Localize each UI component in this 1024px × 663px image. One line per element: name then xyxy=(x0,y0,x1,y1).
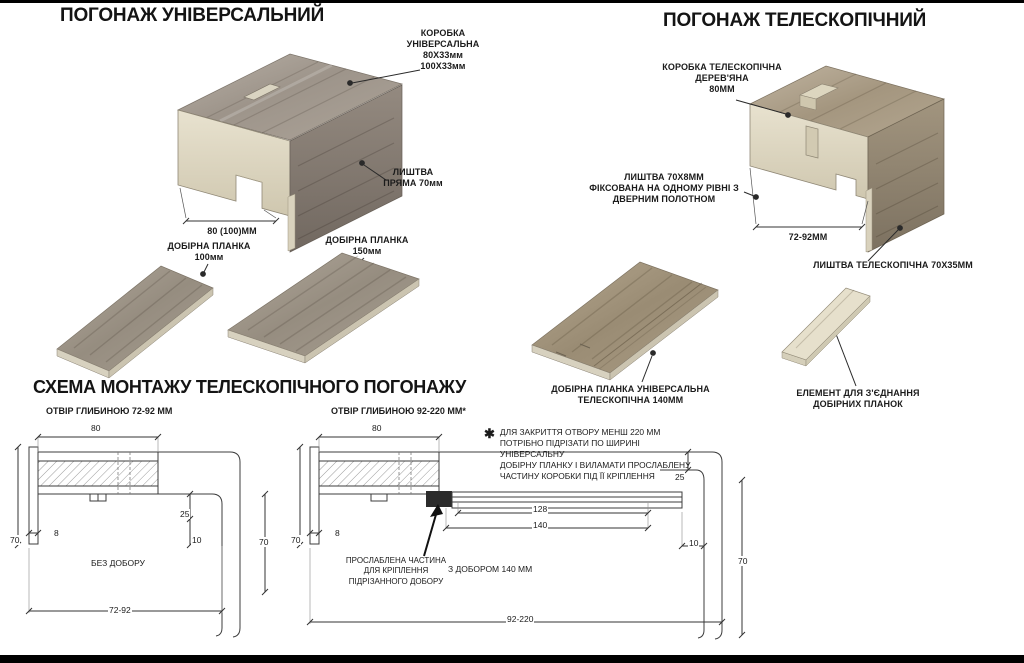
label-line: ЕЛЕМЕНТ ДЛЯ З'ЄДНАННЯ xyxy=(796,388,920,398)
dim-left-72-92: 72-92 xyxy=(108,605,132,615)
dim-right-25: 25 xyxy=(674,472,686,482)
universal-section-title: ПОГОНАЖ УНІВЕРСАЛЬНИЙ xyxy=(60,5,325,26)
wooden-insert-front xyxy=(799,94,817,111)
scheme-section-title: СХЕМА МОНТАЖУ ТЕЛЕСКОПІЧНОГО ПОГОНАЖУ xyxy=(33,377,466,397)
weakened-part-callout: ПРОСЛАБЛЕНА ЧАСТИНА ДЛЯ КРІПЛЕННЯ ПІДРІЗ… xyxy=(330,556,462,587)
scheme-left-caption: ОТВІР ГЛИБИНОЮ 72-92 ММ xyxy=(46,406,173,416)
telescopic-box-label: КОРОБКА ТЕЛЕСКОПІЧНА ДЕРЕВ'ЯНА 80ММ xyxy=(652,62,792,95)
callout-line: ДЛЯ КРІПЛЕННЯ xyxy=(363,566,429,576)
note-text: ДЛЯ ЗАКРИТТЯ ОТВОРУ МЕНШ 220 ММ ПОТРІБНО… xyxy=(500,427,699,482)
label-line: ЛИШТВА xyxy=(392,167,434,177)
note-line: ДЛЯ ЗАКРИТТЯ ОТВОРУ МЕНШ 220 ММ xyxy=(499,427,661,437)
label-line: ФІКСОВАНА НА ОДНОМУ РІВНІ З xyxy=(589,182,739,193)
callout-line: ПІДРІЗАННОГО ДОБОРУ xyxy=(348,576,444,586)
cutting-note: ✱ ДЛЯ ЗАКРИТТЯ ОТВОРУ МЕНШ 220 ММ ПОТРІБ… xyxy=(484,427,699,482)
label-line: ЛИШТВА 70Х8ММ xyxy=(624,172,704,182)
letterbox-top xyxy=(0,0,1024,3)
dim-right-140: 140 xyxy=(532,520,549,530)
label-line: 150мм xyxy=(352,245,382,256)
plank-connector-element xyxy=(781,287,871,367)
dim-left-70-right: 70 xyxy=(258,537,270,547)
note-line: ДОБІРНУ ПЛАНКУ І ВИЛАМАТИ ПРОСЛАБЛЕНУ xyxy=(499,459,691,470)
universal-casing-label: ЛИШТВА ПРЯМА 70мм xyxy=(373,167,453,189)
note-line: ЧАСТИНУ КОРОБКИ ПІД ЇЇ КРІПЛЕННЯ xyxy=(499,470,655,481)
dim-left-10: 10 xyxy=(191,535,203,545)
label-line: 100мм xyxy=(194,251,224,262)
dim-left-70-left: 70 xyxy=(9,535,21,545)
label-line: КОРОБКА ТЕЛЕСКОПІЧНА xyxy=(662,62,782,72)
label-line: ДВЕРНИМ ПОЛОТНОМ xyxy=(612,193,716,204)
dim-right-70-right: 70 xyxy=(737,556,749,566)
plank-150-label: ДОБІРНА ПЛАНКА 150мм xyxy=(317,235,417,257)
telescopic-slot-detail xyxy=(805,125,819,159)
telescopic-section-title: ПОГОНАЖ ТЕЛЕСКОПІЧНИЙ xyxy=(663,10,927,31)
universal-width-dim-label: 80 (100)ММ xyxy=(207,226,257,236)
label-line: ДОБІРНА ПЛАНКА xyxy=(325,235,409,245)
plank-100-label: ДОБІРНА ПЛАНКА 100мм xyxy=(159,241,259,263)
dim-right-70-left: 70 xyxy=(290,535,302,545)
note-line: ПОТРІБНО ПІДРІЗАТИ ПО ШИРИНІ УНІВЕРСАЛЬН… xyxy=(499,437,640,459)
telescopic-casing-fixed-label: ЛИШТВА 70Х8ММ ФІКСОВАНА НА ОДНОМУ РІВНІ … xyxy=(585,172,743,205)
telescopic-depth-dim-label: 72-92ММ xyxy=(788,232,828,242)
dim-right-8: 8 xyxy=(334,528,341,538)
dim-right-92-220: 92-220 xyxy=(506,614,535,624)
label-line: ДОБІРНА ПЛАНКА xyxy=(167,241,251,251)
label-line: ДЕРЕВ'ЯНА xyxy=(695,72,749,83)
label-line: КОРОБКА xyxy=(420,28,466,38)
telescopic-plank-140 xyxy=(531,261,719,381)
universal-3d-illustration xyxy=(56,53,421,379)
dim-left-80: 80 xyxy=(90,423,102,433)
letterbox-bottom xyxy=(0,655,1024,663)
telescopic-plank-label: ДОБІРНА ПЛАНКА УНІВЕРСАЛЬНА ТЕЛЕСКОПІЧНА… xyxy=(528,384,733,406)
asterisk-icon: ✱ xyxy=(484,426,495,441)
label-line: 80Х33мм xyxy=(422,49,464,60)
label-line: ДОБІРНИХ ПЛАНОК xyxy=(813,398,903,409)
telescopic-casing-edge-sliver xyxy=(865,187,873,253)
casing-edge-sliver xyxy=(287,193,296,252)
with-dobor-label: З ДОБОРОМ 140 ММ xyxy=(448,564,533,574)
label-line: ДОБІРНА ПЛАНКА УНІВЕРСАЛЬНА xyxy=(551,384,710,394)
scheme-right-caption: ОТВІР ГЛИБИНОЮ 92-220 ММ* xyxy=(331,406,466,416)
label-line: ПРЯМА 70мм xyxy=(383,177,443,188)
no-dobor-label: БЕЗ ДОБОРУ xyxy=(91,558,145,568)
label-line: 100Х33мм xyxy=(420,60,466,71)
label-line: УНІВЕРСАЛЬНА xyxy=(406,38,480,49)
label-line: ТЕЛЕСКОПІЧНА 140ММ xyxy=(577,394,684,405)
callout-line: ПРОСЛАБЛЕНА ЧАСТИНА xyxy=(345,556,447,565)
dim-right-128: 128 xyxy=(532,504,549,514)
universal-width-dimension xyxy=(179,187,280,225)
plank-100 xyxy=(56,265,214,379)
dim-right-80: 80 xyxy=(371,423,383,433)
dim-left-25: 25 xyxy=(179,509,191,519)
dim-right-10: 10 xyxy=(688,538,700,548)
telescopic-3d-illustration xyxy=(531,65,945,387)
universal-box-top-face xyxy=(177,53,403,141)
plank-150 xyxy=(227,252,420,364)
universal-box-label: КОРОБКА УНІВЕРСАЛЬНА 80Х33мм 100Х33мм xyxy=(393,28,493,72)
telescopic-leaders xyxy=(641,99,903,387)
weakened-part xyxy=(426,491,452,507)
telescopic-casing-label: ЛИШТВА ТЕЛЕСКОПІЧНА 70Х35ММ xyxy=(813,260,973,270)
top-groove-detail xyxy=(243,83,281,101)
scheme-right-drawing xyxy=(296,433,746,640)
label-line: 80ММ xyxy=(709,83,735,94)
dim-left-8: 8 xyxy=(53,528,60,538)
connector-label: ЕЛЕМЕНТ ДЛЯ З'ЄДНАННЯ ДОБІРНИХ ПЛАНОК xyxy=(783,388,933,410)
